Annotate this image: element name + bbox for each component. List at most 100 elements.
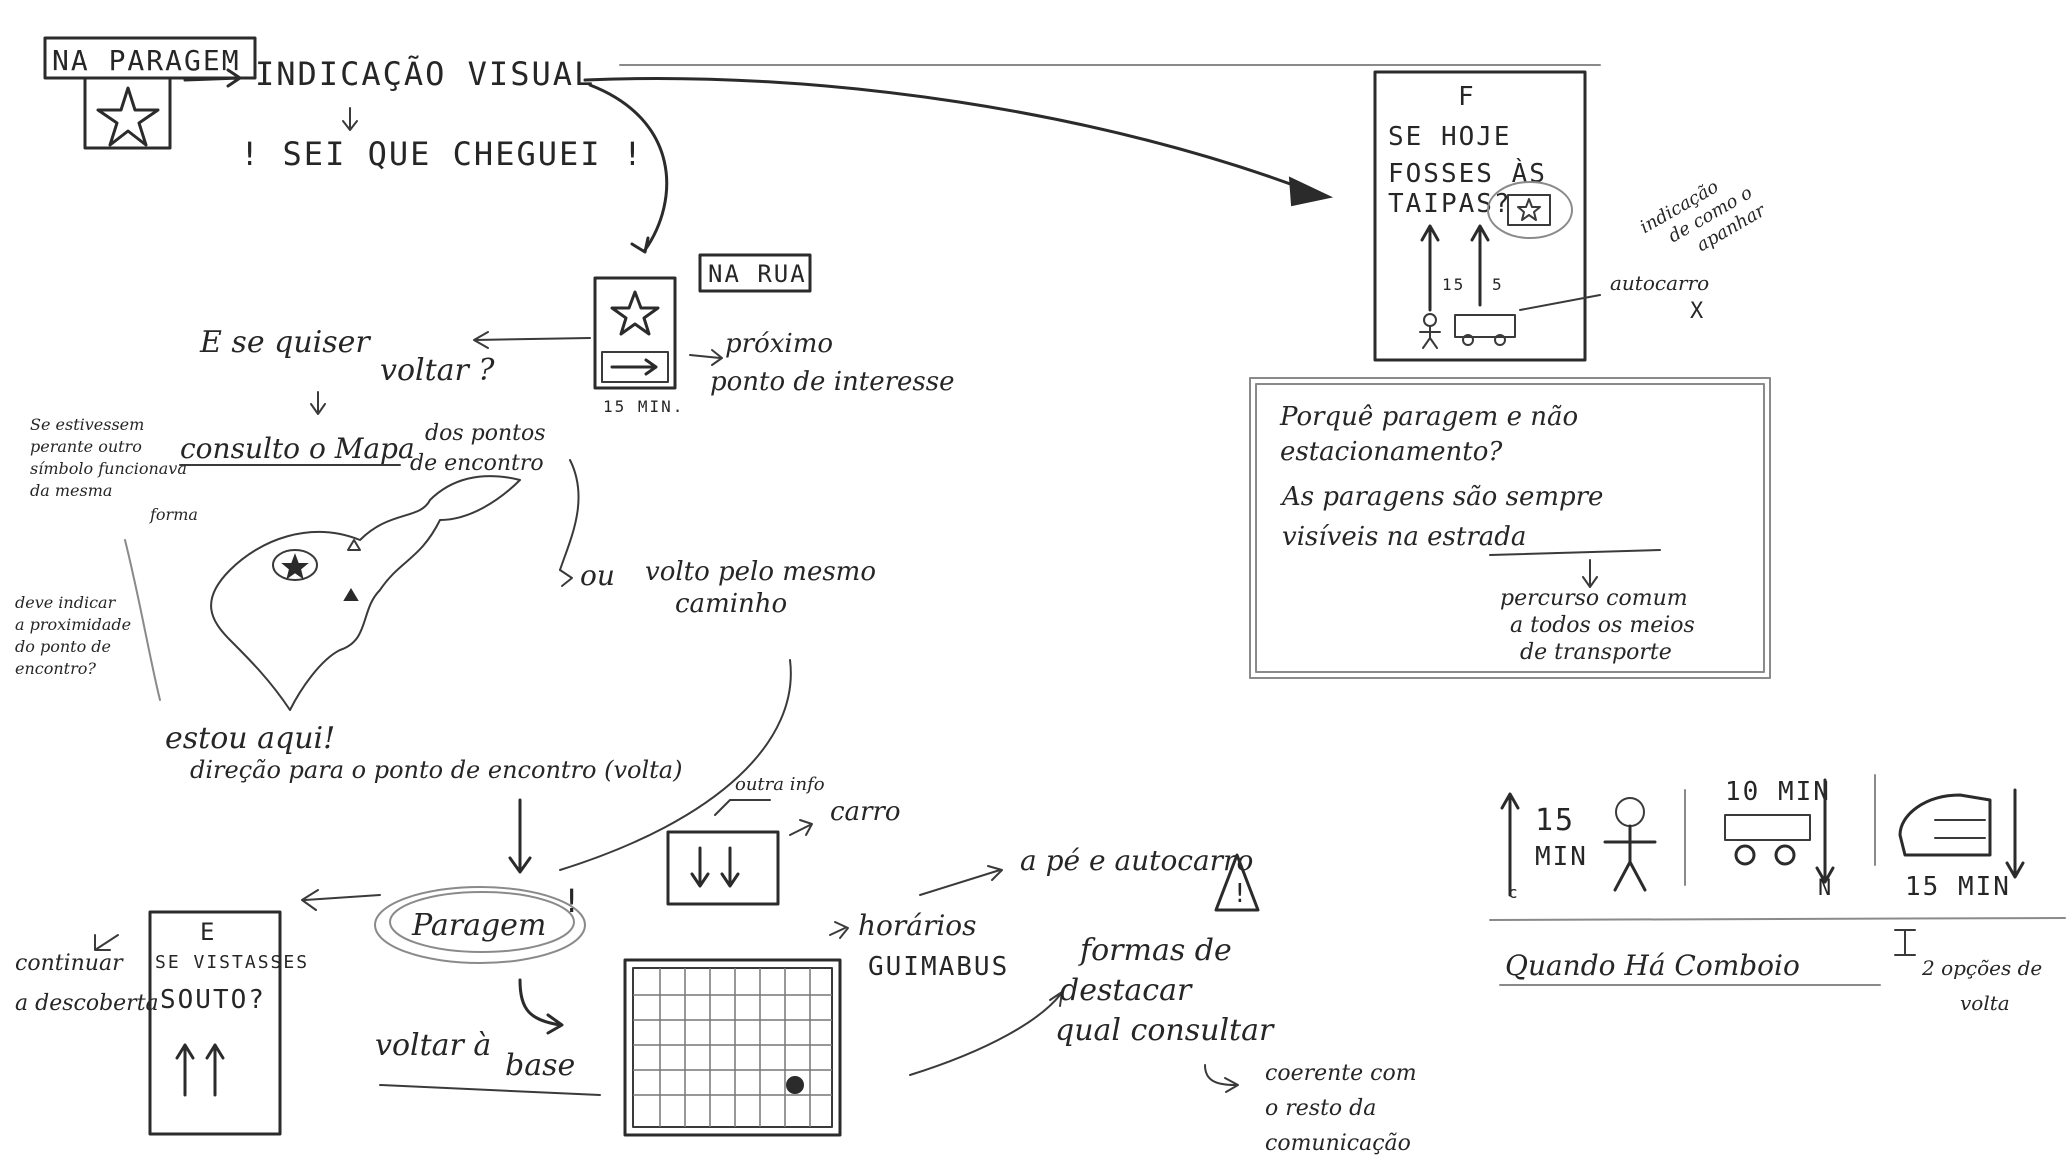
wheel-icon [1494, 334, 1506, 346]
arrow-left-icon [94, 934, 119, 951]
arrow-down-icon [690, 846, 710, 888]
question-box-section: Porquê paragem e não estacionamento? As … [1249, 377, 1771, 679]
arrow-down-icon [720, 846, 740, 888]
indicacao-visual-text: INDICAÇÃO VISUAL [255, 55, 595, 93]
street-sign-box [593, 276, 677, 390]
walker-head-icon [1423, 313, 1437, 327]
arrow-right-icon [919, 865, 1003, 896]
walk-time-unit: MIN [1535, 842, 1588, 872]
poster-line3: TAIPAS? [1388, 189, 1512, 219]
poster-frame [1373, 70, 1587, 362]
star-icon [610, 290, 660, 336]
star-icon [1517, 198, 1541, 221]
arrow-down-icon [508, 798, 532, 874]
voltar-question-text: voltar ? [380, 353, 495, 388]
volto-text: volto pelo mesmo [645, 557, 876, 587]
connector-line [124, 539, 161, 701]
connector-line [1519, 294, 1601, 311]
x-mark: X [1690, 299, 1705, 324]
voltar-a-text: voltar à [375, 1028, 491, 1063]
opcoes-text: 2 opções de [1921, 956, 2042, 980]
na-rua-label-box [698, 253, 812, 293]
transport-options-section: c 15 MIN 10 MIN N 15 MIN Quando Há Combo… [1489, 774, 2066, 1015]
map-sketch [210, 459, 580, 711]
connector-line [559, 659, 792, 871]
train-icon [1898, 793, 1992, 857]
wheel-icon [1774, 844, 1796, 866]
ponto-interesse-text: ponto de interesse [710, 367, 955, 397]
wheel-icon [1734, 844, 1756, 866]
na-paragem-section: NA PARAGEM INDICAÇÃO VISUAL ! SEI QUE CH… [43, 36, 644, 173]
walker-icon [1419, 325, 1441, 349]
carro-text: carro [830, 797, 901, 827]
opcoes-text: volta [1960, 991, 2010, 1015]
answer-line1: As paragens são sempre [1280, 482, 1603, 512]
ou-text: ou [580, 559, 615, 592]
paragem-circle [389, 891, 575, 953]
poster-f: F [1458, 82, 1476, 112]
paragem-circle [374, 886, 586, 964]
board-frame [623, 958, 842, 1137]
answer-line2: visíveis na estrada [1282, 522, 1526, 552]
side-note-line: a proximidade [15, 615, 131, 634]
map-marker-icon [347, 539, 361, 551]
walk-c-label: c [1508, 883, 1520, 902]
arrow-right-icon [610, 358, 658, 376]
arrow-down-icon [1815, 778, 1835, 884]
bracket-icon [1894, 929, 1916, 956]
arrow-up-icon [1470, 224, 1490, 307]
side-note-line: símbolo funcionava [30, 459, 187, 478]
map-marker-icon [343, 588, 359, 601]
curve-to-poster-arrow [583, 77, 1322, 197]
connector-arrow [909, 991, 1063, 1076]
poster-section: F SE HOJE FOSSES ÀS TAIPAS? 15 5 autocar… [1373, 70, 1770, 362]
arrow-down-icon [310, 391, 326, 415]
destacar-text: destacar [1060, 973, 1193, 1008]
arrow-up-icon [1420, 224, 1440, 312]
arrow-left-icon [301, 889, 381, 911]
na-rua-section: 15 MIN. NA RUA próximo ponto de interess… [588, 83, 955, 416]
connector-line [559, 459, 580, 571]
souto-card-e: E [200, 918, 216, 946]
e-se-quiser-text: E se quiser [199, 325, 371, 360]
na-rua-label: NA RUA [708, 260, 807, 288]
direcao-text: direção para o ponto de encontro (volta) [190, 756, 682, 784]
divider [1489, 917, 2066, 921]
sei-que-cheguei-text: ! SEI QUE CHEGUEI ! [240, 135, 644, 173]
walk-time-number: 15 [1535, 803, 1575, 838]
base-text: base [505, 1048, 575, 1083]
horarios-section: horários GUIMABUS a pé e autocarro ! for… [829, 844, 1417, 1156]
caminho-text: caminho [675, 589, 787, 619]
star-icon [96, 86, 160, 147]
side-note-line: forma [149, 505, 198, 524]
car-time: 10 MIN [1725, 777, 1831, 807]
arrow-right-icon [183, 68, 242, 88]
paragem-text: Paragem [411, 908, 546, 943]
a-pe-autocarro-text: a pé e autocarro [1020, 844, 1253, 877]
curve-down-arrow [588, 83, 669, 254]
board-inner [632, 967, 833, 1128]
connector-line [714, 799, 771, 816]
continuar-text: continuar [15, 951, 124, 976]
arrowhead-icon [1288, 176, 1334, 207]
train-detail [1934, 819, 1986, 839]
e-se-quiser-section: E se quiser voltar ? consulto o Mapa dos… [179, 325, 591, 476]
fifteen-min-small: 15 MIN. [603, 397, 684, 416]
arrow-up-icon [1500, 792, 1520, 897]
poster-line2: FOSSES ÀS [1388, 157, 1547, 189]
arrow-right-icon [829, 921, 849, 939]
side-note-line: Se estivessem [30, 415, 144, 434]
poster-highlight-circle [1487, 181, 1573, 239]
side-note-line: deve indicar [15, 593, 117, 612]
poster-walk-time: 15 [1442, 275, 1465, 294]
question-line2: estacionamento? [1280, 437, 1503, 467]
coerente-text: o resto da [1265, 1096, 1376, 1121]
wheel-icon [1462, 334, 1474, 346]
percurso-line: a todos os meios [1510, 613, 1695, 638]
question-line1: Porquê paragem e não [1279, 402, 1578, 432]
arrow-down-icon [2005, 788, 2025, 879]
underline [379, 1084, 601, 1096]
poster-line1: SE HOJE [1388, 122, 1512, 152]
arrow-right-icon [789, 819, 813, 836]
timetable-board [623, 958, 842, 1137]
